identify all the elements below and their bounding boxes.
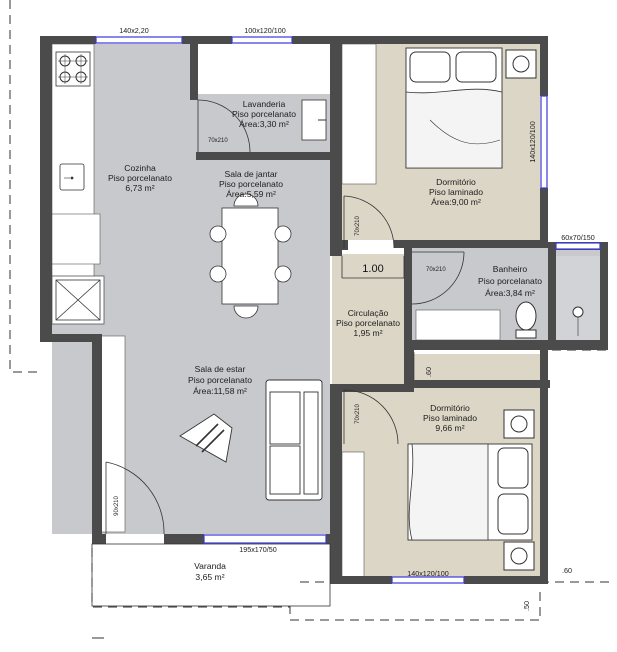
living-name: Sala de estar: [195, 364, 246, 374]
fridge-icon: [55, 279, 101, 321]
bedroom2-floor: Piso laminado: [423, 413, 477, 423]
bedroom1-wardrobe: [341, 43, 377, 185]
bedroom1-floor: Piso laminado: [429, 187, 483, 197]
stove-icon: [55, 51, 91, 87]
living-shelf: [99, 335, 126, 533]
bottom-50-label: .50: [522, 601, 531, 611]
laundry-name: Lavanderia: [243, 99, 286, 109]
living-area: Área:11,58 m²: [193, 386, 247, 396]
hall-name: Circulação: [348, 308, 389, 318]
hall-dimension: [341, 256, 405, 279]
shower-drain-icon: [572, 306, 584, 336]
windows: [95, 36, 601, 584]
window-bedroom2-label: 140x120/100: [407, 569, 449, 578]
bathroom-counter: [415, 309, 501, 341]
hall-floor: Piso porcelanato: [336, 318, 400, 328]
door-laundry-label: 70x210: [208, 138, 228, 144]
balcony-area: 3,65 m²: [195, 572, 224, 582]
nightstand2b-icon: [503, 541, 535, 571]
toilet-icon: [515, 301, 537, 339]
bed1-icon: [405, 47, 503, 169]
window-bedroom2-bottom: [391, 576, 465, 584]
bathroom-area: Área:3,84 m²: [485, 288, 535, 298]
laundry-tank-icon: [301, 99, 327, 141]
window-bathroom-label: 60x70/150: [561, 233, 595, 242]
laundry-floor: Piso porcelanato: [232, 109, 296, 119]
hall-area: 1,95 m²: [353, 328, 382, 338]
hall-width-label: 1.00: [362, 263, 383, 275]
armchair-icon: [179, 413, 233, 463]
bedroom1-name: Dormitório: [436, 177, 476, 187]
nightstand1-icon: [505, 49, 537, 79]
kitchen-name: Cozinha: [124, 163, 156, 173]
dining-area: Área:5,59 m²: [226, 189, 276, 199]
window-living-bottom: [203, 534, 327, 544]
window-living-label: 195x170/50: [239, 545, 277, 554]
dining-table-icon: [209, 193, 292, 319]
window-laundry-label: 100x120/100: [244, 26, 286, 35]
balcony-outline: [91, 543, 331, 607]
door-bedroom1-label: 70x210: [355, 215, 361, 235]
laundry-upper-area: [198, 44, 330, 94]
bedroom2-name: Dormitório: [430, 403, 470, 413]
dining-floor: Piso porcelanato: [219, 179, 283, 189]
doors: [105, 99, 465, 535]
kitchen-area: 6,73 m²: [125, 183, 154, 193]
bed2-icon: [407, 443, 533, 541]
kitchen-sink-icon: [59, 163, 85, 191]
bedroom1-area: Área:9,00 m²: [431, 197, 481, 207]
balcony-name: Varanda: [194, 561, 226, 571]
kitchen-tall-cabinet: [51, 213, 101, 265]
bathroom-floor: Piso porcelanato: [478, 276, 542, 286]
sofa-icon: [265, 379, 323, 501]
window-laundry-top: [231, 36, 293, 44]
bedroom2-area: 9,66 m²: [435, 423, 464, 433]
window-kitchen-top: [95, 36, 183, 44]
dining-name: Sala de jantar: [224, 169, 277, 179]
window-bedroom1-label: 140x120/100: [528, 121, 537, 163]
window-bedroom1-right: [540, 95, 548, 189]
window-bathroom: [555, 242, 601, 250]
living-floor: Piso porcelanato: [188, 375, 252, 385]
kitchen-floor: Piso porcelanato: [108, 173, 172, 183]
nightstand2a-icon: [503, 409, 535, 439]
laundry-area: Área:3,30 m²: [239, 119, 289, 129]
bathroom-name: Banheiro: [493, 264, 528, 274]
door-bedroom2-label: 70x210: [355, 403, 361, 423]
bedroom2-wardrobe: [341, 451, 365, 579]
right-60-label: .60: [562, 566, 572, 575]
door-bathroom-label: 70x210: [426, 267, 446, 273]
window-kitchen-label: 140x2,20: [119, 26, 149, 35]
step-label: .60: [424, 367, 433, 377]
door-balcony-label: 90x210: [114, 495, 120, 515]
walls: [40, 36, 608, 584]
